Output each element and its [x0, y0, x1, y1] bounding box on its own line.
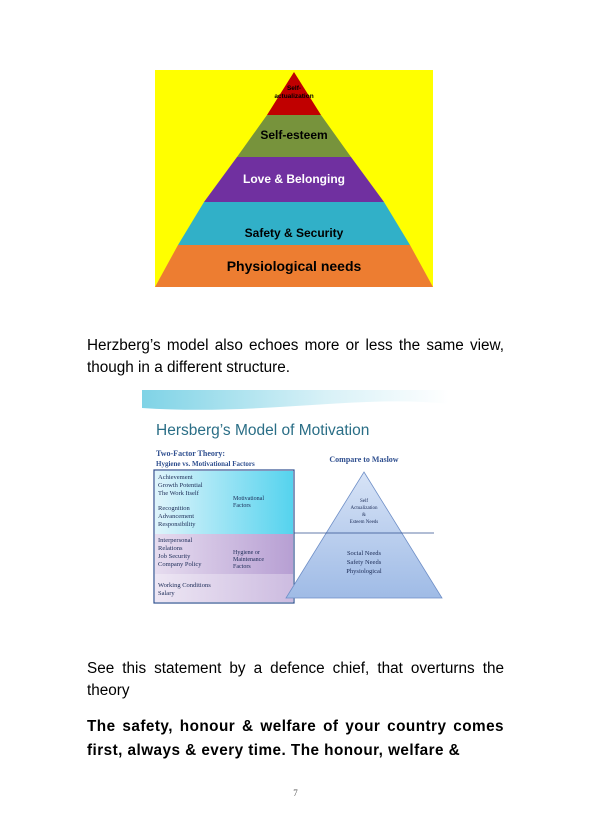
pyramid-level-love-belonging — [204, 157, 384, 202]
motivational-item: Growth Potential — [158, 482, 203, 489]
pyramid-top-line: Self — [360, 499, 368, 504]
pyramid-bottom-line: Physiological — [346, 568, 382, 575]
paragraph-herzberg-intro: Herzberg’s model also echoes more or les… — [87, 337, 504, 376]
pyramid-bottom-line: Safety Needs — [347, 559, 382, 566]
motivational-item: Achievement — [158, 474, 193, 481]
hygiene-item: Relations — [158, 545, 183, 552]
pyramid-bottom-line: Social Needs — [347, 550, 382, 557]
hygiene-label-line: Maintenance — [233, 557, 264, 563]
hygiene-item: Job Security — [158, 553, 191, 560]
hygiene-item: Salary — [158, 590, 175, 597]
level-label-self-actualization: Self-actualization — [274, 85, 313, 100]
motivational-item: The Work Itself — [158, 490, 200, 497]
paragraph-defence-chief: See this statement by a defence chief, t… — [87, 660, 504, 699]
compare-pyramid — [285, 471, 443, 599]
compare-heading: Compare to Maslow — [329, 455, 398, 464]
hygiene-label-line: Factors — [233, 564, 251, 570]
level-label-physiological: Physiological needs — [227, 258, 362, 274]
sa-line1: Self- — [287, 85, 301, 92]
paragraph-quote: The safety, honour & welfare of your cou… — [87, 718, 504, 759]
two-factor-heading: Two-Factor Theory: — [156, 449, 225, 458]
motivational-item: Recognition — [158, 505, 191, 512]
maslow-pyramid-figure: Self-actualization Self-esteem Love & Be… — [155, 70, 433, 287]
level-label-love-belonging: Love & Belonging — [243, 172, 345, 186]
pyramid-level-self-esteem — [237, 115, 351, 157]
slide-title: Hersberg’s Model of Motivation — [156, 422, 369, 439]
motivational-label-line: Motivational — [233, 496, 264, 502]
hygiene-item: Working Conditions — [158, 582, 211, 589]
hygiene-item: Interpersonal — [158, 537, 192, 544]
hygiene-label-line: Hygiene or — [233, 550, 260, 556]
motivational-label-line: Factors — [233, 503, 251, 509]
level-label-safety-security: Safety & Security — [245, 226, 344, 240]
pyramid-level-physiological — [155, 245, 433, 287]
pyramid-top-line: Esteem Needs — [350, 520, 379, 525]
pyramid-top-line: Actualization — [351, 506, 378, 511]
pyramid-level-safety-security — [178, 202, 410, 245]
herzberg-model-figure: Hersberg’s Model of Motivation Two-Facto… — [142, 390, 449, 620]
hygiene-item: Company Policy — [158, 561, 202, 568]
level-label-self-esteem: Self-esteem — [260, 128, 327, 142]
motivational-item: Responsibility — [158, 521, 196, 528]
page-number: 7 — [293, 788, 298, 798]
motivational-item: Advancement — [158, 513, 194, 520]
two-factor-subheading: Hygiene vs. Motivational Factors — [156, 460, 255, 468]
pyramid-level-self-actualization — [267, 72, 321, 115]
slide-header-swoosh — [142, 390, 449, 410]
pyramid-top-line: & — [362, 513, 366, 518]
